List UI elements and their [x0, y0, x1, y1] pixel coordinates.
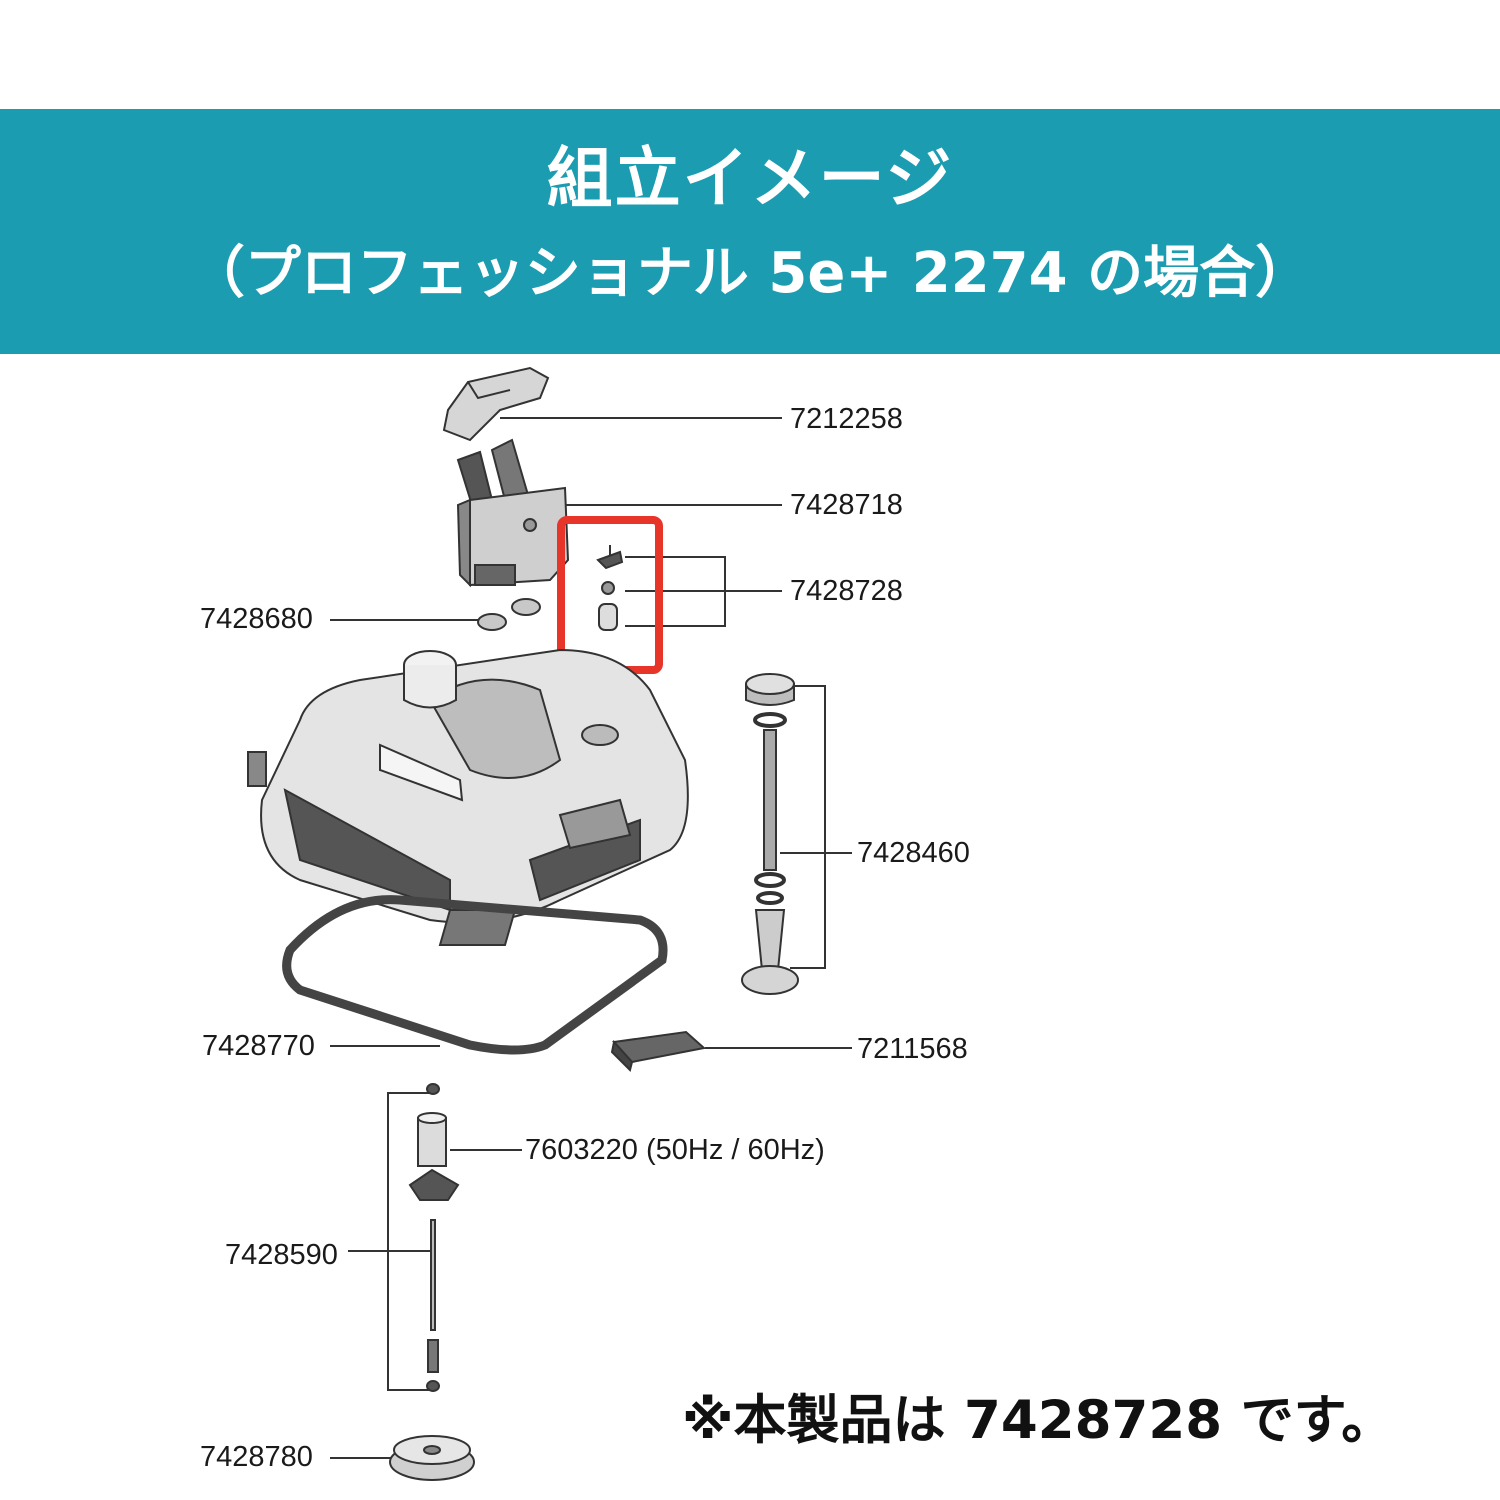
part-label-7211568: 7211568	[857, 1033, 968, 1065]
title-line-2: （プロフェッショナル 5e+ 2274 の場合）	[188, 241, 1312, 306]
part-label-7428780: 7428780	[200, 1441, 313, 1473]
title-line-1: 組立イメージ	[546, 140, 954, 217]
highlighted-small-parts	[596, 545, 624, 631]
highlight-box-7428728	[557, 516, 663, 674]
square-gasket-part	[282, 895, 668, 1055]
pump-head-body	[247, 648, 689, 946]
bracket-7428590	[387, 1092, 430, 1391]
head-adapter-part	[456, 438, 570, 588]
part-label-7428770: 7428770	[202, 1030, 315, 1062]
ceramic-shaft-part	[426, 1219, 440, 1392]
shaft-assembly-part	[741, 673, 799, 995]
product-note: ※本製品は 7428728 です。	[682, 1390, 1395, 1451]
part-label-7428590: 7428590	[225, 1239, 338, 1271]
bracket-7428460	[790, 685, 826, 969]
title-banner: 組立イメージ （プロフェッショナル 5e+ 2274 の場合）	[0, 109, 1500, 354]
part-label-7428728: 7428728	[790, 575, 903, 607]
part-label-7428460: 7428460	[857, 837, 970, 869]
handle-clip-part	[442, 366, 550, 442]
impeller-part	[408, 1083, 460, 1201]
small-tray-part	[610, 1030, 707, 1072]
cover-cap-part	[389, 1435, 475, 1481]
part-label-7212258: 7212258	[790, 403, 903, 435]
part-label-7428680: 7428680	[200, 603, 313, 635]
part-label-7603220: 7603220 (50Hz / 60Hz)	[525, 1134, 825, 1166]
part-label-7428718: 7428718	[790, 489, 903, 521]
sealing-rings-part	[477, 598, 541, 631]
